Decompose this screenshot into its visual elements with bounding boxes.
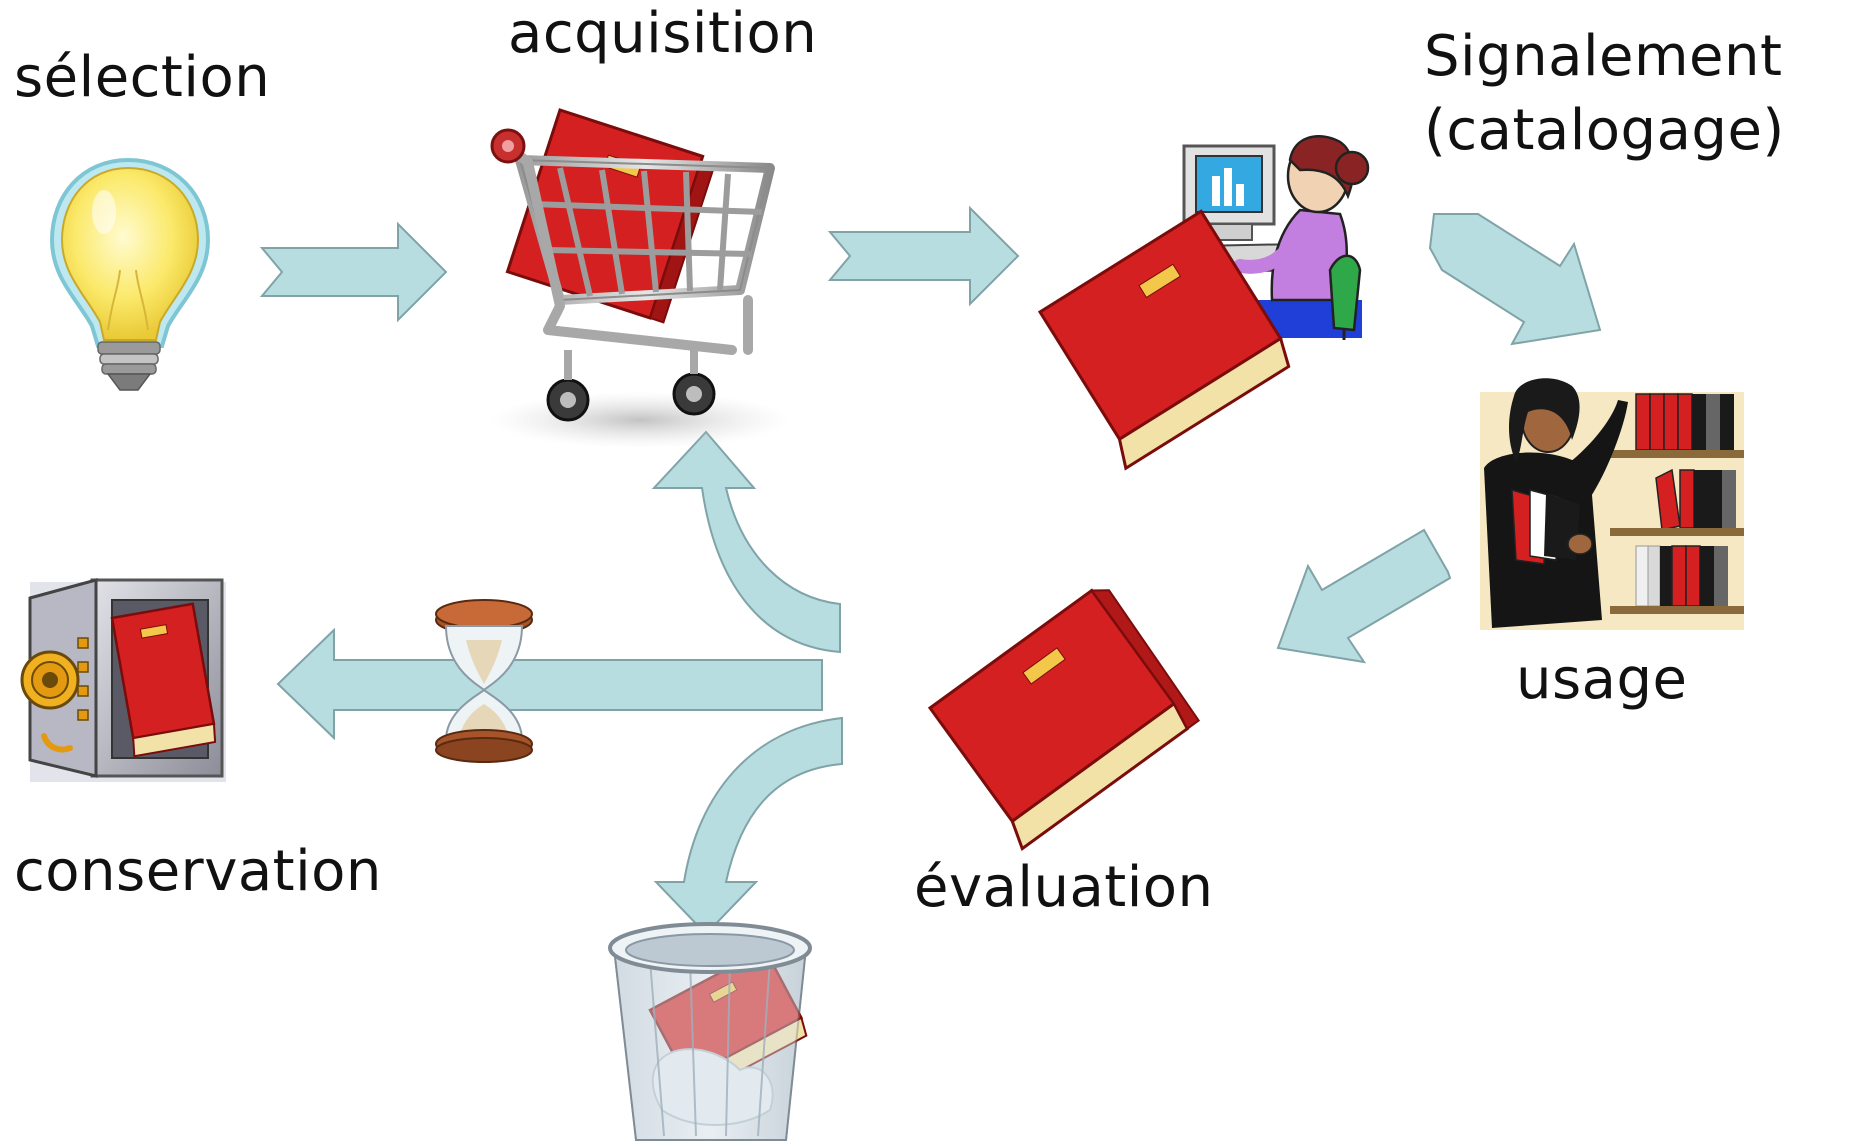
safe-with-book-icon: [20, 578, 226, 782]
red-book-icon: [927, 588, 1201, 851]
lightbulb-icon: [49, 157, 211, 391]
hourglass-icon: [435, 599, 533, 763]
label-selection: sélection: [14, 45, 271, 110]
label-conservation: conservation: [14, 839, 382, 904]
arrow-selection-to-acquisition: [259, 221, 448, 323]
label-signalement-line1: Signalement: [1424, 24, 1783, 89]
label-evaluation: évaluation: [914, 855, 1214, 920]
arrow-evaluation-to-discard: [653, 716, 843, 936]
label-signalement-line2: (catalogage): [1424, 97, 1785, 163]
person-cataloguing-at-computer-icon: [1037, 135, 1370, 471]
shopping-cart-with-book-icon: [490, 108, 790, 448]
woman-at-bookshelf-icon: [1480, 378, 1744, 630]
label-usage: usage: [1516, 647, 1688, 712]
trash-bin-with-book-icon: [608, 922, 812, 1141]
arrow-usage-to-evaluation: [1276, 528, 1452, 664]
arrow-signalement-to-usage: [1428, 213, 1602, 346]
arrow-evaluation-to-conservation: [276, 627, 823, 741]
arrow-evaluation-to-acquisition: [651, 430, 841, 654]
label-signalement: Signalement (catalogage): [1424, 20, 1785, 168]
label-acquisition: acquisition: [508, 1, 818, 66]
arrow-acquisition-to-signalement: [827, 205, 1020, 307]
